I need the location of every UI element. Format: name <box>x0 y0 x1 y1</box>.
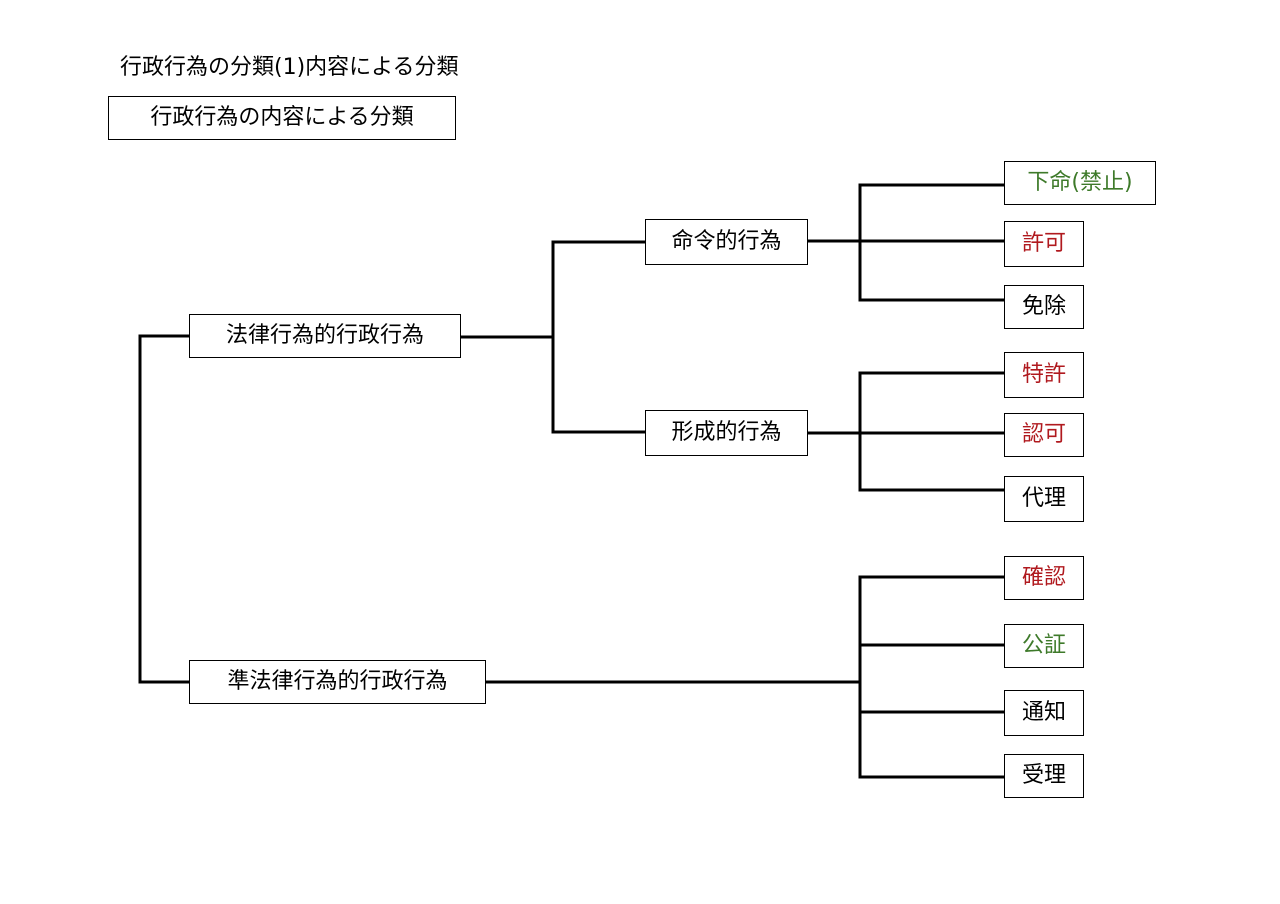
jun-bracket <box>858 575 1005 779</box>
houritsu-bracket <box>551 240 645 434</box>
node-jun-houritsu-koui: 準法律行為的行政行為 <box>189 660 486 704</box>
leaf-kamei-kinshi: 下命(禁止) <box>1004 161 1156 205</box>
leaf-dairi: 代理 <box>1004 476 1084 522</box>
leaf-koushou: 公証 <box>1004 624 1084 668</box>
leaf-tokkyo: 特許 <box>1004 352 1084 398</box>
subtitle-box: 行政行為の内容による分類 <box>108 96 456 140</box>
leaf-ninka: 認可 <box>1004 413 1084 457</box>
leaf-juri: 受理 <box>1004 754 1084 798</box>
node-meirei-teki-koui: 命令的行為 <box>645 219 808 265</box>
leaf-menjo: 免除 <box>1004 285 1084 329</box>
node-keisei-teki-koui: 形成的行為 <box>645 410 808 456</box>
leaf-tsuuchi: 通知 <box>1004 690 1084 736</box>
leaf-kakunin: 確認 <box>1004 556 1084 600</box>
diagram-title: 行政行為の分類(1)内容による分類 <box>120 55 459 80</box>
root-bracket <box>138 334 190 684</box>
node-houritsu-koui: 法律行為的行政行為 <box>189 314 461 358</box>
leaf-kyoka: 許可 <box>1004 221 1084 267</box>
